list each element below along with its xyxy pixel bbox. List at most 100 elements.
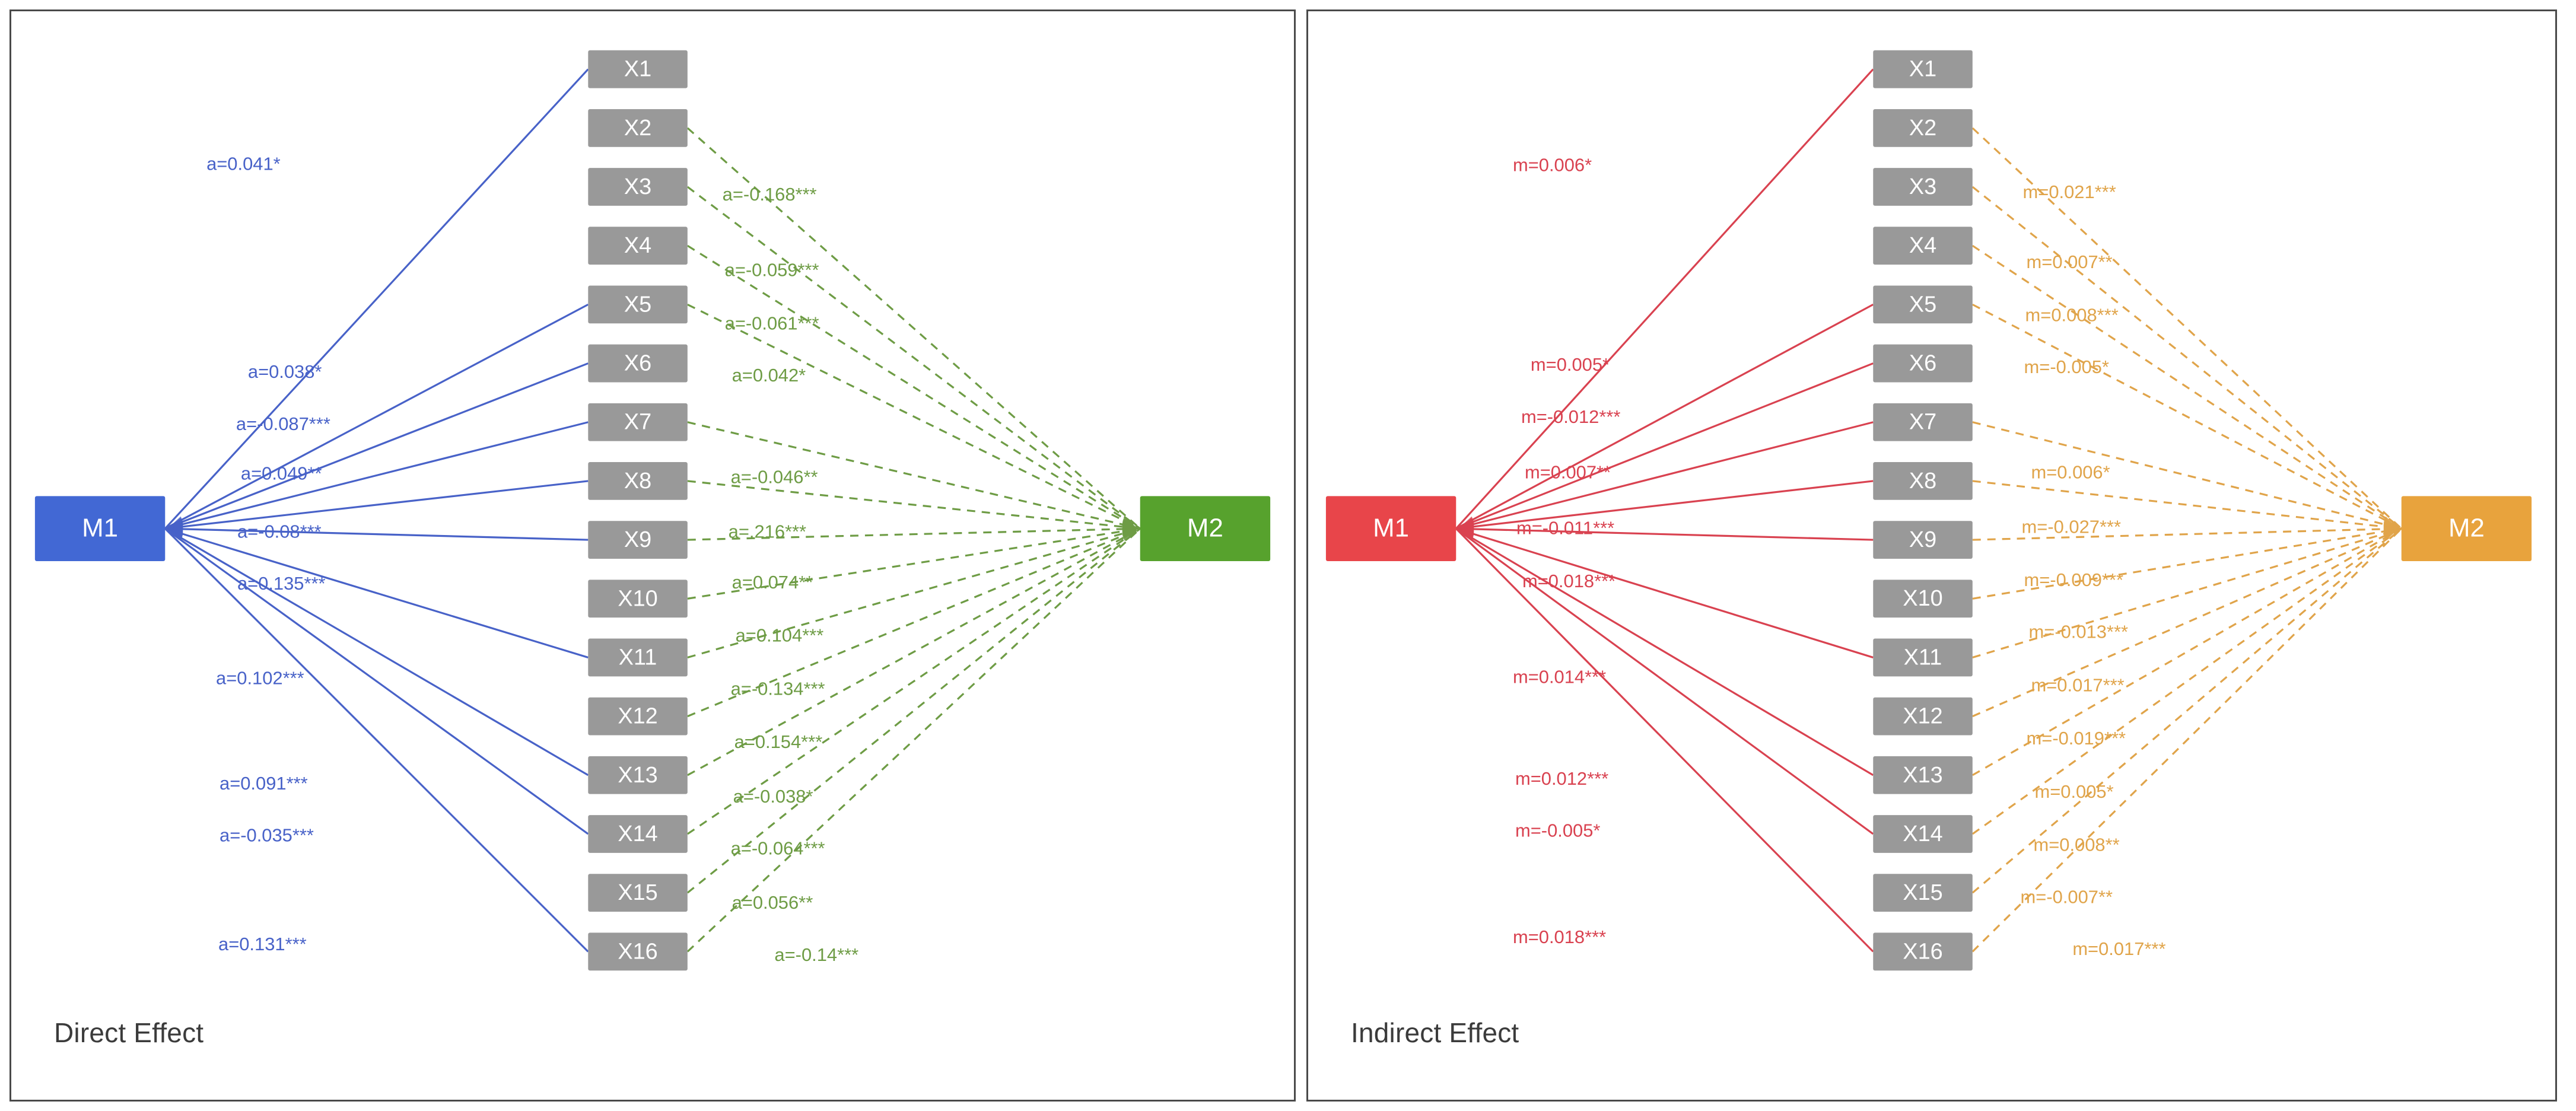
x-node-x9[interactable]: X9 [1873,521,1973,559]
x-node-x14[interactable]: X14 [588,815,688,853]
node-m1[interactable]: M1 [34,496,166,561]
x-node-x13[interactable]: X13 [588,756,688,794]
edge-x15-to-m2 [1971,527,2402,894]
x-node-label: X14 [618,822,657,846]
edge-x7-to-m2 [687,421,1141,530]
x-node-x15[interactable]: X15 [1873,874,1973,912]
x-node-x3[interactable]: X3 [588,168,688,206]
edge-x4-to-m2 [686,244,1141,530]
edge-layer [164,68,1141,953]
edge-label-m1-x5: a=0.038* [248,361,322,382]
x-node-box [1873,638,1973,677]
x-node-label: X13 [618,763,657,788]
edge-label-m1-x11: m=0.014*** [1513,666,1606,687]
x-node-box [1873,227,1973,265]
edge-label-m1-x6: m=-0.012*** [1521,406,1620,427]
x-node-box [1873,815,1973,853]
x-node-x3[interactable]: X3 [1873,168,1973,206]
x-node-x15[interactable]: X15 [588,874,688,912]
x-node-x6[interactable]: X6 [588,344,688,383]
x-node-x2[interactable]: X2 [588,109,688,147]
x-node-x8[interactable]: X8 [588,462,688,500]
edge-label-x2-m2: m=0.021*** [2023,182,2116,202]
x-node-x1[interactable]: X1 [588,50,688,88]
x-node-x6[interactable]: X6 [1873,344,1973,383]
node-m1-box [1325,496,1456,561]
edge-x16-to-m2 [1971,528,2402,953]
x-node-x5[interactable]: X5 [588,285,688,324]
edge-label-m1-x1: m=0.006* [1513,154,1592,175]
edge-label-m1-x7: a=0.049** [241,463,322,484]
x-node-label: X12 [1903,704,1942,729]
edge-x2-to-m2 [686,127,1141,530]
x-node-label: X8 [624,469,651,494]
x-node-box [1873,756,1973,794]
x-node-label: X2 [1909,116,1936,141]
x-node-x4[interactable]: X4 [1873,227,1973,265]
x-node-x14[interactable]: X14 [1873,815,1973,853]
x-node-label: X12 [618,704,657,729]
x-node-box [588,638,688,677]
x-node-x2[interactable]: X2 [1873,109,1973,147]
x-node-x8[interactable]: X8 [1873,462,1973,500]
x-node-box [588,874,688,912]
x-node-label: X15 [618,880,657,905]
x-node-x12[interactable]: X12 [1873,697,1973,736]
edge-label-m1-x13: a=0.091*** [220,773,308,794]
edge-label-x12-m2: m=-0.019*** [2027,728,2126,749]
edge-label-x15-m2: a=0.056** [732,892,813,913]
x-node-x7[interactable]: X7 [588,403,688,441]
x-node-x13[interactable]: X13 [1873,756,1973,794]
x-node-x1[interactable]: X1 [1873,50,1973,88]
edge-x14-to-m2 [686,527,1141,835]
edge-x3-to-m2 [1971,186,2402,530]
x-node-x9[interactable]: X9 [588,521,688,559]
edge-label-x8-m2: m=-0.027*** [2022,516,2121,537]
node-m2[interactable]: M2 [2401,496,2532,561]
x-node-x10[interactable]: X10 [588,580,688,618]
x-node-x11[interactable]: X11 [588,638,688,677]
x-node-x16[interactable]: X16 [588,932,688,971]
x-node-x10[interactable]: X10 [1873,580,1973,618]
edge-x8-to-m2 [687,480,1140,530]
node-m1[interactable]: M1 [1325,496,1456,561]
edge-x2-to-m2 [1971,127,2402,530]
x-node-box [588,815,688,853]
x-node-label: X8 [1909,469,1936,494]
x-node-x7[interactable]: X7 [1873,403,1973,441]
edge-label-x12-m2: a=0.154*** [734,731,823,752]
x-node-box [588,227,688,265]
x-node-x4[interactable]: X4 [588,227,688,265]
edge-m1-to-x11 [1455,527,1874,658]
x-node-label: X3 [624,174,651,199]
x-node-label: X5 [1909,292,1936,317]
edge-label-m1-x8: m=-0.011*** [1516,517,1614,538]
x-node-box [1873,168,1973,206]
edge-m1-to-x7 [1455,421,1874,530]
edge-label-m1-x11: a=0.102*** [216,667,304,688]
edge-m1-to-x9 [165,527,589,541]
x-node-label: X4 [1909,233,1936,258]
x-node-box [1873,932,1973,971]
x-node-x12[interactable]: X12 [588,697,688,736]
x-node-label: X11 [1904,645,1942,670]
edge-x4-to-m2 [1971,244,2402,530]
x-node-box [588,697,688,736]
node-m2[interactable]: M2 [1140,496,1271,561]
x-node-x11[interactable]: X11 [1873,638,1973,677]
edge-label-x15-m2: m=-0.007** [2021,886,2113,907]
x-node-label: X16 [1903,939,1942,964]
x-node-x5[interactable]: X5 [1873,285,1973,324]
edge-label-m1-x1: a=0.041* [206,153,281,174]
x-node-box [588,285,688,324]
edge-label-x5-m2: m=-0.005* [2024,356,2109,377]
node-m1-label: M1 [1373,514,1409,543]
panel-caption-direct: Direct Effect [54,1017,204,1048]
edge-m1-to-x5 [164,303,589,530]
x-node-x16[interactable]: X16 [1873,932,1973,971]
edge-label-x10-m2: a=0.104*** [736,625,824,646]
